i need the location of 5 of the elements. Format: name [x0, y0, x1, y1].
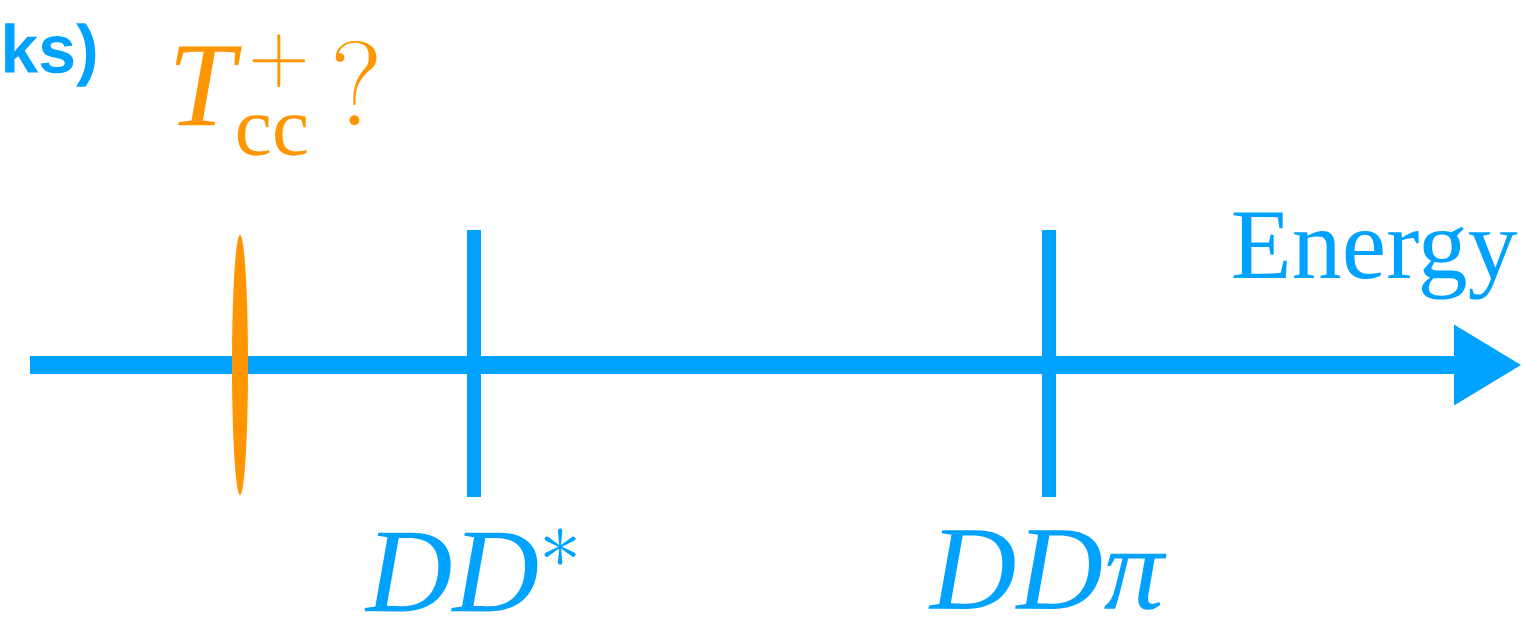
cropped-heading: ks): [5, 23, 96, 87]
threshold-label: $DD\pi$: [928, 530, 1167, 610]
threshold-label: $DD^{*}$: [364, 528, 576, 612]
axis-label: Energy: [1233, 212, 1518, 300]
state-label: $T_{\mathrm{cc}}^{\,+}\,?$: [175, 34, 377, 156]
